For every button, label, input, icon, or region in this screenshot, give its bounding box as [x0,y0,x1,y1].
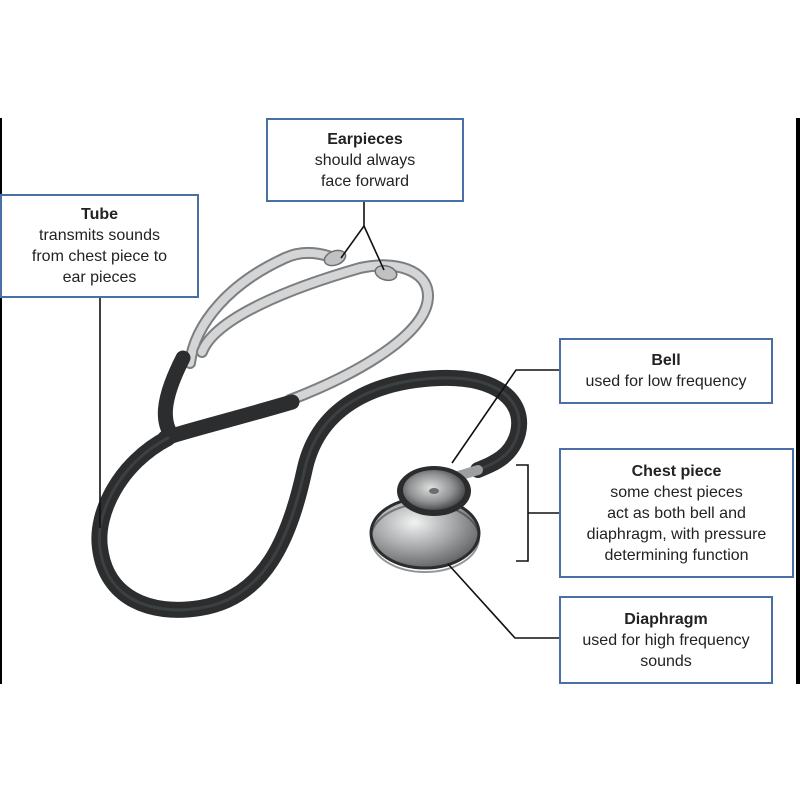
diagram-frame: Earpieces should always face forward Tub… [0,118,800,684]
earpieces-title: Earpieces [327,130,403,148]
left-earpiece-tip [323,249,347,267]
left-border [0,118,2,684]
right-earpiece-tip [374,264,398,282]
chest-piece-description: some chest pieces act as both bell and d… [586,483,767,564]
tube-description: transmits sounds from chest piece to ear… [31,227,168,286]
tube-title: Tube [80,206,119,223]
diaphragm-title: Diaphragm [624,610,708,628]
right-border [796,118,800,684]
diaphragm-description: used for high frequency sounds [582,631,750,670]
binaurals [184,246,435,406]
leader-lines [99,198,560,639]
bell-label: Bell used for low frequency [559,338,773,404]
chest-piece-title: Chest piece [631,462,722,480]
earpieces-description: should always face forward [314,151,416,190]
stethoscope-illustration [91,198,560,639]
tubing [91,350,528,618]
diaphragm-label: Diaphragm used for high frequency sounds [559,596,773,684]
earpieces-label: Earpieces should always face forward [266,118,464,202]
chest-piece-label: Chest piece some chest pieces act as bot… [559,448,794,578]
tube-label: Tube transmits sounds from chest piece t… [0,194,199,298]
bell-description: used for low frequency [585,373,747,390]
bell-title: Bell [651,352,681,369]
